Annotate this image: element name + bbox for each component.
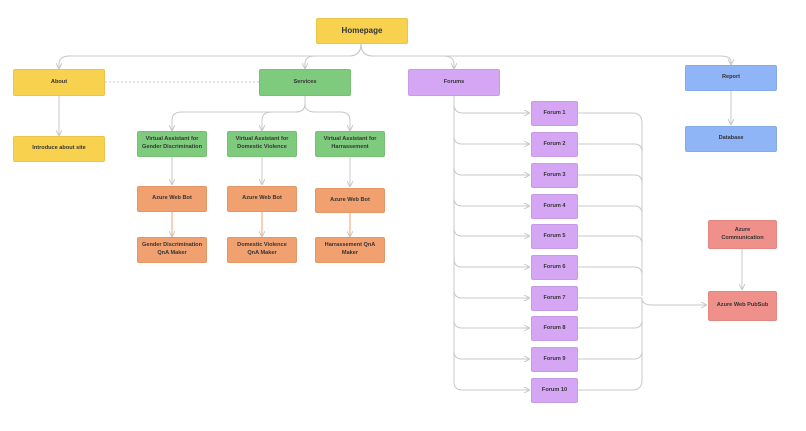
node-azure-communication: Azure Communication: [708, 220, 777, 249]
node-services: Services: [259, 69, 351, 96]
node-report: Report: [685, 65, 777, 91]
node-forum-5: Forum 5: [531, 224, 578, 249]
node-va-harrassement: Virtual Assistant for Harrassement: [315, 131, 385, 157]
connector-forums-forum4: [453, 197, 529, 206]
connector-forums-forum1: [453, 103, 529, 113]
node-azure-web-pubsub: Azure Web PubSub: [708, 291, 777, 321]
connector-forum2-bus: [578, 143, 643, 153]
node-forum-8: Forum 8: [531, 316, 578, 341]
node-azure-web-bot-domestic: Azure Web Bot: [227, 186, 297, 212]
node-qna-gender-discrimination: Gender Discrimination QnA Maker: [137, 237, 207, 263]
connector-forum1-bus: [578, 112, 643, 296]
connector-forums-forum3: [453, 166, 529, 175]
connector-forums-forum9: [453, 350, 529, 359]
node-forum-3: Forum 3: [531, 163, 578, 188]
node-about: About: [13, 69, 105, 96]
connector-services-va-gender: [172, 96, 306, 130]
connector-forums-forum2: [453, 135, 529, 144]
connector-forum4-bus: [578, 205, 643, 215]
connector-forum6-bus: [578, 266, 643, 276]
connector-bus-pubsub: [641, 297, 706, 306]
node-forums: Forums: [408, 69, 500, 96]
connector-forums-forum7: [453, 289, 529, 298]
connector-forum9-bus: [578, 350, 643, 360]
node-azure-web-bot-gender: Azure Web Bot: [137, 186, 207, 212]
node-qna-domestic-violence: Domestic Violence QnA Maker: [227, 237, 297, 263]
node-azure-web-bot-harrassement: Azure Web Bot: [315, 188, 385, 213]
connector-forum10-bus: [578, 306, 643, 391]
node-database: Database: [685, 126, 777, 152]
node-homepage: Homepage: [316, 18, 408, 44]
node-va-domestic-violence: Virtual Assistant for Domestic Violence: [227, 131, 297, 157]
node-forum-9: Forum 9: [531, 347, 578, 372]
connector-forums-forum8: [453, 319, 529, 328]
connector-homepage-services: [305, 43, 362, 68]
node-forum-10: Forum 10: [531, 378, 578, 403]
node-introduce-about-site: Introduce about site: [13, 136, 105, 162]
connector-forums-forum5: [453, 227, 529, 236]
node-forum-6: Forum 6: [531, 255, 578, 280]
connector-services-va-domestic: [262, 96, 306, 130]
node-forum-1: Forum 1: [531, 101, 578, 126]
connector-forum5-bus: [578, 235, 643, 245]
node-forum-4: Forum 4: [531, 194, 578, 219]
node-forum-2: Forum 2: [531, 132, 578, 157]
connector-homepage-report: [360, 43, 731, 64]
connector-forum3-bus: [578, 174, 643, 184]
node-qna-harrassement: Harrassement QnA Maker: [315, 237, 385, 263]
connector-forums-spine: [453, 96, 529, 390]
node-forum-7: Forum 7: [531, 286, 578, 311]
connector-services-va-harass: [304, 96, 350, 130]
connector-forum8-bus: [578, 319, 643, 329]
node-va-gender-discrimination: Virtual Assistant for Gender Discriminat…: [137, 131, 207, 157]
connector-forums-forum6: [453, 258, 529, 267]
